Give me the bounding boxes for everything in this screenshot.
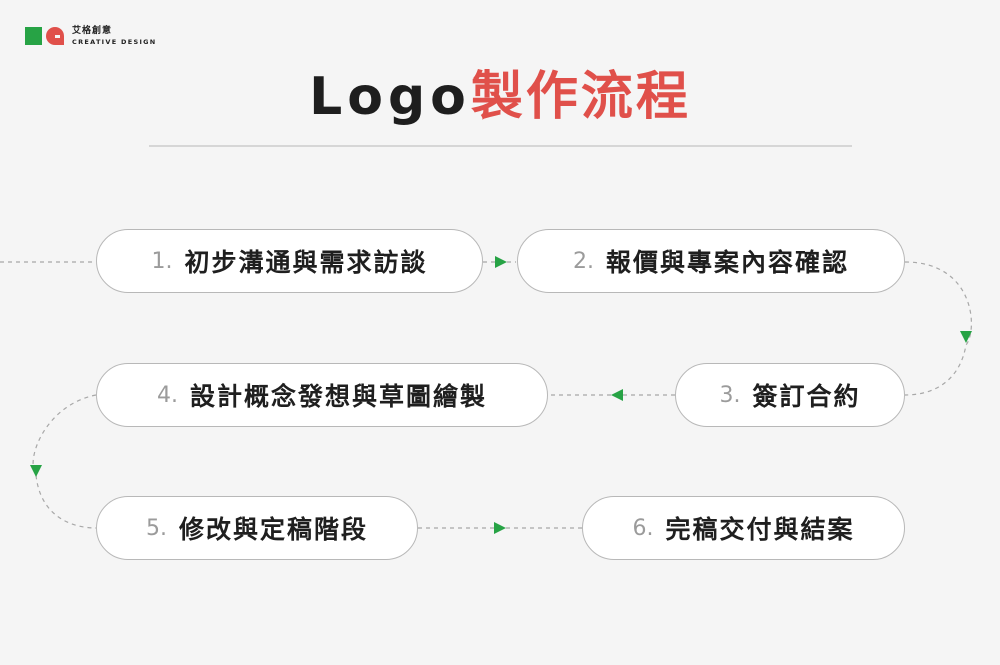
step-3-label: 簽訂合約 bbox=[752, 382, 861, 411]
step-3: 3. 簽訂合約 bbox=[675, 363, 905, 427]
brand-name-cn: 艾格創意 bbox=[72, 25, 113, 36]
arrow-5-6-icon bbox=[494, 522, 506, 534]
title-english: Logo bbox=[309, 67, 471, 127]
step-5: 5. 修改與定稿階段 bbox=[96, 496, 418, 560]
step-2-number: 2. bbox=[572, 248, 594, 274]
step-5-number: 5. bbox=[145, 515, 167, 541]
brand-logo: 艾格創意 CREATIVE DESIGN bbox=[25, 26, 157, 46]
step-4-number: 4. bbox=[156, 382, 178, 408]
connector-2-3 bbox=[904, 261, 972, 396]
step-2-label: 報價與專案內容確認 bbox=[605, 248, 849, 277]
step-5-label: 修改與定稿階段 bbox=[178, 515, 368, 544]
arrow-4-5-icon bbox=[30, 465, 42, 477]
page-title: Logo製作流程 bbox=[0, 62, 1000, 132]
step-1: 1. 初步溝通與需求訪談 bbox=[96, 229, 483, 293]
connector-4-5 bbox=[32, 394, 97, 529]
arrow-1-2-icon bbox=[495, 256, 507, 268]
step-6-number: 6. bbox=[632, 515, 654, 541]
brand-name-en: CREATIVE DESIGN bbox=[72, 37, 157, 46]
step-4: 4. 設計概念發想與草圖繪製 bbox=[96, 363, 548, 427]
step-3-number: 3. bbox=[719, 382, 741, 408]
brand-mark-icon bbox=[25, 27, 64, 45]
brand-text: 艾格創意 CREATIVE DESIGN bbox=[72, 25, 157, 46]
step-6: 6. 完稿交付與結案 bbox=[582, 496, 905, 560]
step-4-label: 設計概念發想與草圖繪製 bbox=[189, 382, 487, 411]
title-divider bbox=[149, 145, 852, 147]
step-6-label: 完稿交付與結案 bbox=[665, 515, 855, 544]
arrow-3-4-icon bbox=[611, 389, 623, 401]
step-2: 2. 報價與專案內容確認 bbox=[517, 229, 905, 293]
step-1-label: 初步溝通與需求訪談 bbox=[184, 248, 428, 277]
arrow-2-3-icon bbox=[960, 331, 972, 343]
step-1-number: 1. bbox=[151, 248, 173, 274]
title-chinese: 製作流程 bbox=[470, 67, 691, 127]
